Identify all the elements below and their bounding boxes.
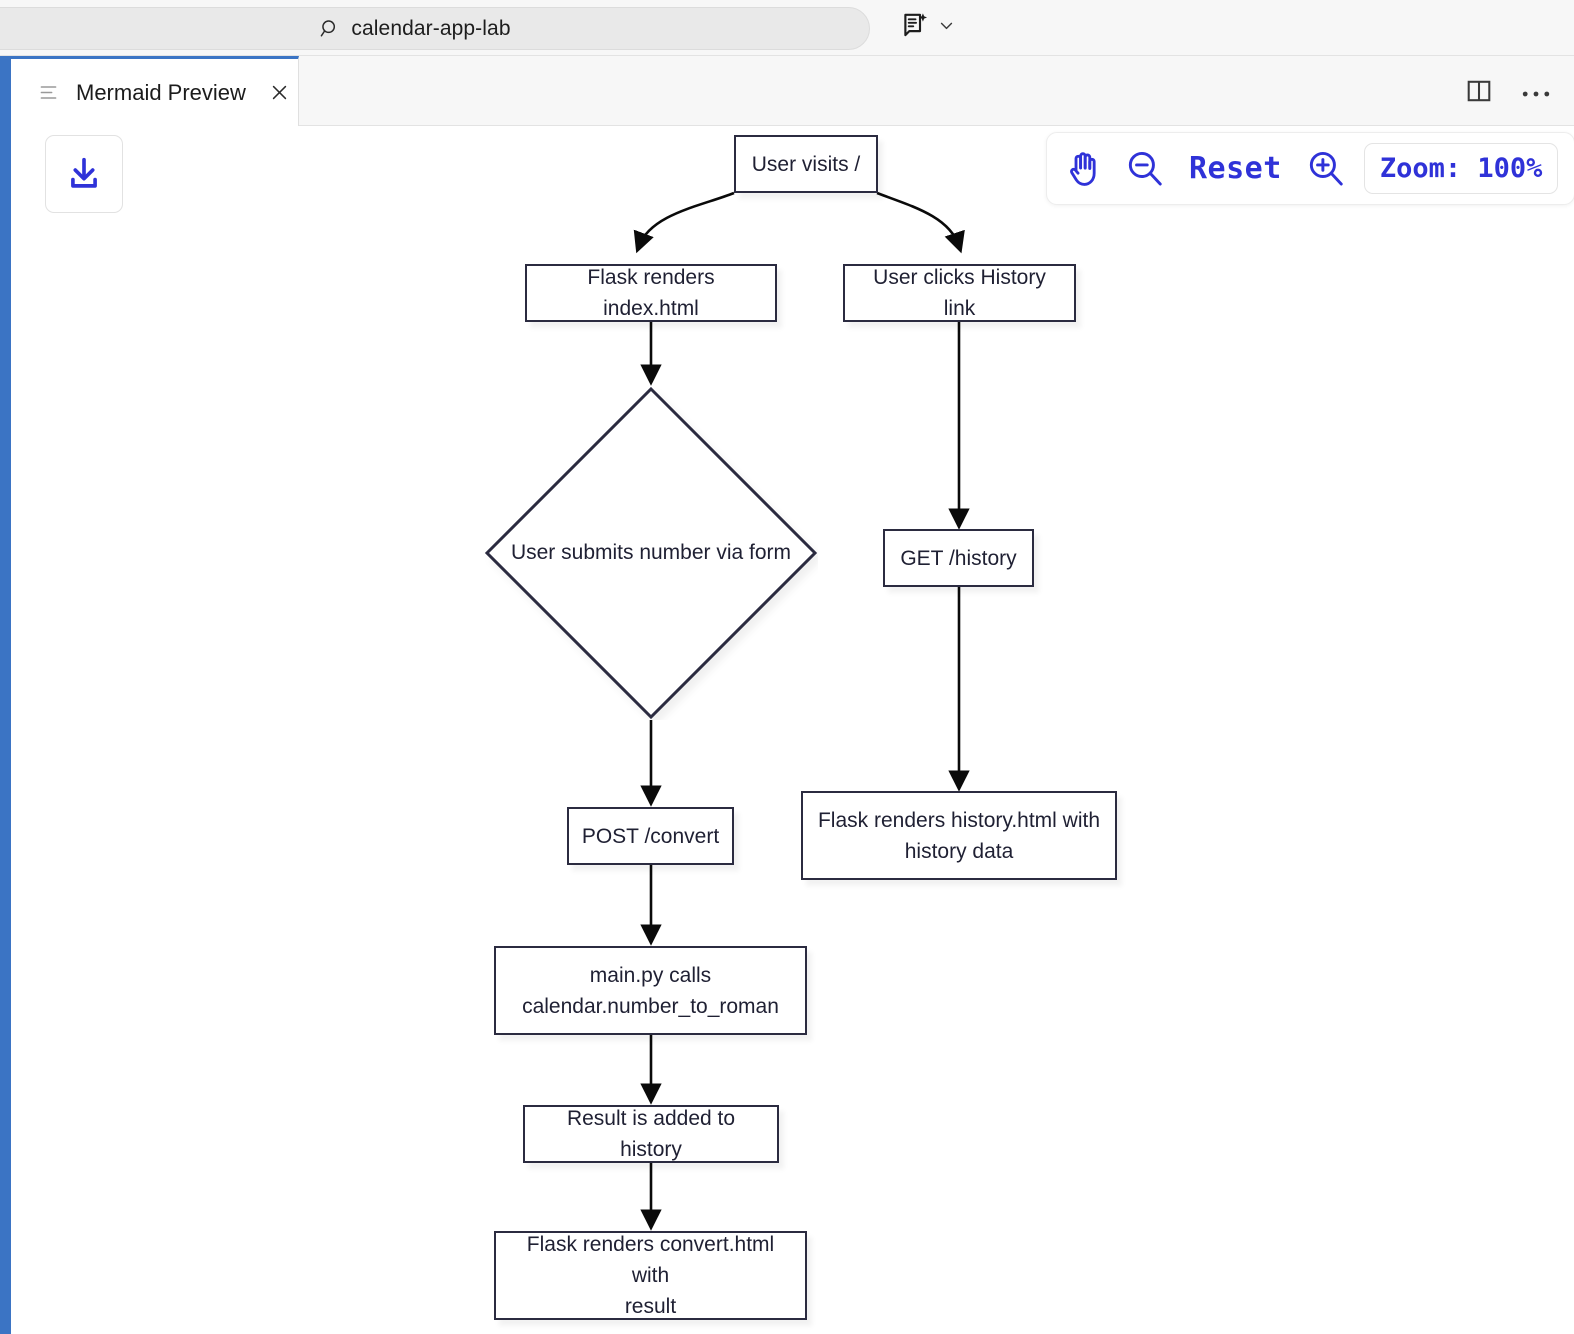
flow-node-flask-renders-convert[interactable]: Flask renders convert.html with result <box>494 1231 807 1320</box>
tab-title: Mermaid Preview <box>76 79 246 105</box>
download-icon <box>65 155 103 193</box>
search-icon <box>319 18 341 40</box>
search-input[interactable]: calendar-app-lab <box>0 7 870 50</box>
tabstrip-actions <box>1466 56 1550 125</box>
chevron-down-icon <box>938 17 955 34</box>
mermaid-preview-canvas: Reset Zoom: 100% <box>11 126 1574 1334</box>
tab-strip: Mermaid Preview <box>0 56 1574 126</box>
list-menu-icon <box>39 83 58 102</box>
flow-node-label: Flask renders history.html with history … <box>817 808 1101 863</box>
diamond-shape <box>484 386 818 720</box>
window-left-edge <box>0 56 11 1334</box>
flowchart: User visits / Flask renders index.html U… <box>11 126 1574 1334</box>
flow-node-label: Flask renders convert.html with result <box>526 1233 775 1318</box>
flow-node-label: POST /convert <box>581 824 720 848</box>
zoom-level-display[interactable]: Zoom: 100% <box>1363 143 1559 194</box>
pan-hand-icon[interactable] <box>1063 147 1107 191</box>
tab-mermaid-preview[interactable]: Mermaid Preview <box>11 56 299 126</box>
reset-button[interactable]: Reset <box>1189 151 1282 186</box>
zoom-toolbar: Reset Zoom: 100% <box>1046 132 1574 205</box>
flow-node-label: Flask renders index.html <box>587 266 715 320</box>
close-icon[interactable] <box>270 83 289 102</box>
more-options-icon[interactable] <box>1522 86 1550 96</box>
flow-node-label: User clicks History link <box>873 266 1046 320</box>
flow-node-label: main.py calls calendar.number_to_roman <box>522 963 779 1018</box>
download-button[interactable] <box>45 135 123 213</box>
zoom-in-icon[interactable] <box>1304 147 1348 191</box>
flow-node-label: User visits / <box>751 152 861 176</box>
flow-node-flask-renders-index[interactable]: Flask renders index.html <box>525 264 777 322</box>
search-value: calendar-app-lab <box>351 16 511 40</box>
flow-node-post-convert[interactable]: POST /convert <box>567 807 734 865</box>
flowchart-edges <box>633 191 970 1231</box>
flow-node-user-visits[interactable]: User visits / <box>734 135 878 193</box>
zoom-out-icon[interactable] <box>1123 147 1167 191</box>
omnibar: calendar-app-lab <box>0 0 1574 56</box>
flow-node-user-submits-number[interactable]: User submits number via form <box>484 386 818 720</box>
ai-document-icon <box>902 12 929 39</box>
flow-node-label: User submits number via form <box>510 541 792 564</box>
flow-node-label: Result is added to history <box>566 1107 736 1161</box>
flow-node-main-py-calls[interactable]: main.py calls calendar.number_to_roman <box>494 946 807 1035</box>
flow-node-flask-renders-history[interactable]: Flask renders history.html with history … <box>801 791 1117 880</box>
flow-node-result-added-history[interactable]: Result is added to history <box>523 1105 779 1163</box>
flow-node-label: GET /history <box>900 546 1017 570</box>
ai-document-button[interactable] <box>902 12 955 39</box>
split-editor-icon[interactable] <box>1466 78 1492 104</box>
flow-node-user-clicks-history[interactable]: User clicks History link <box>843 264 1076 322</box>
flow-node-get-history[interactable]: GET /history <box>883 529 1034 587</box>
